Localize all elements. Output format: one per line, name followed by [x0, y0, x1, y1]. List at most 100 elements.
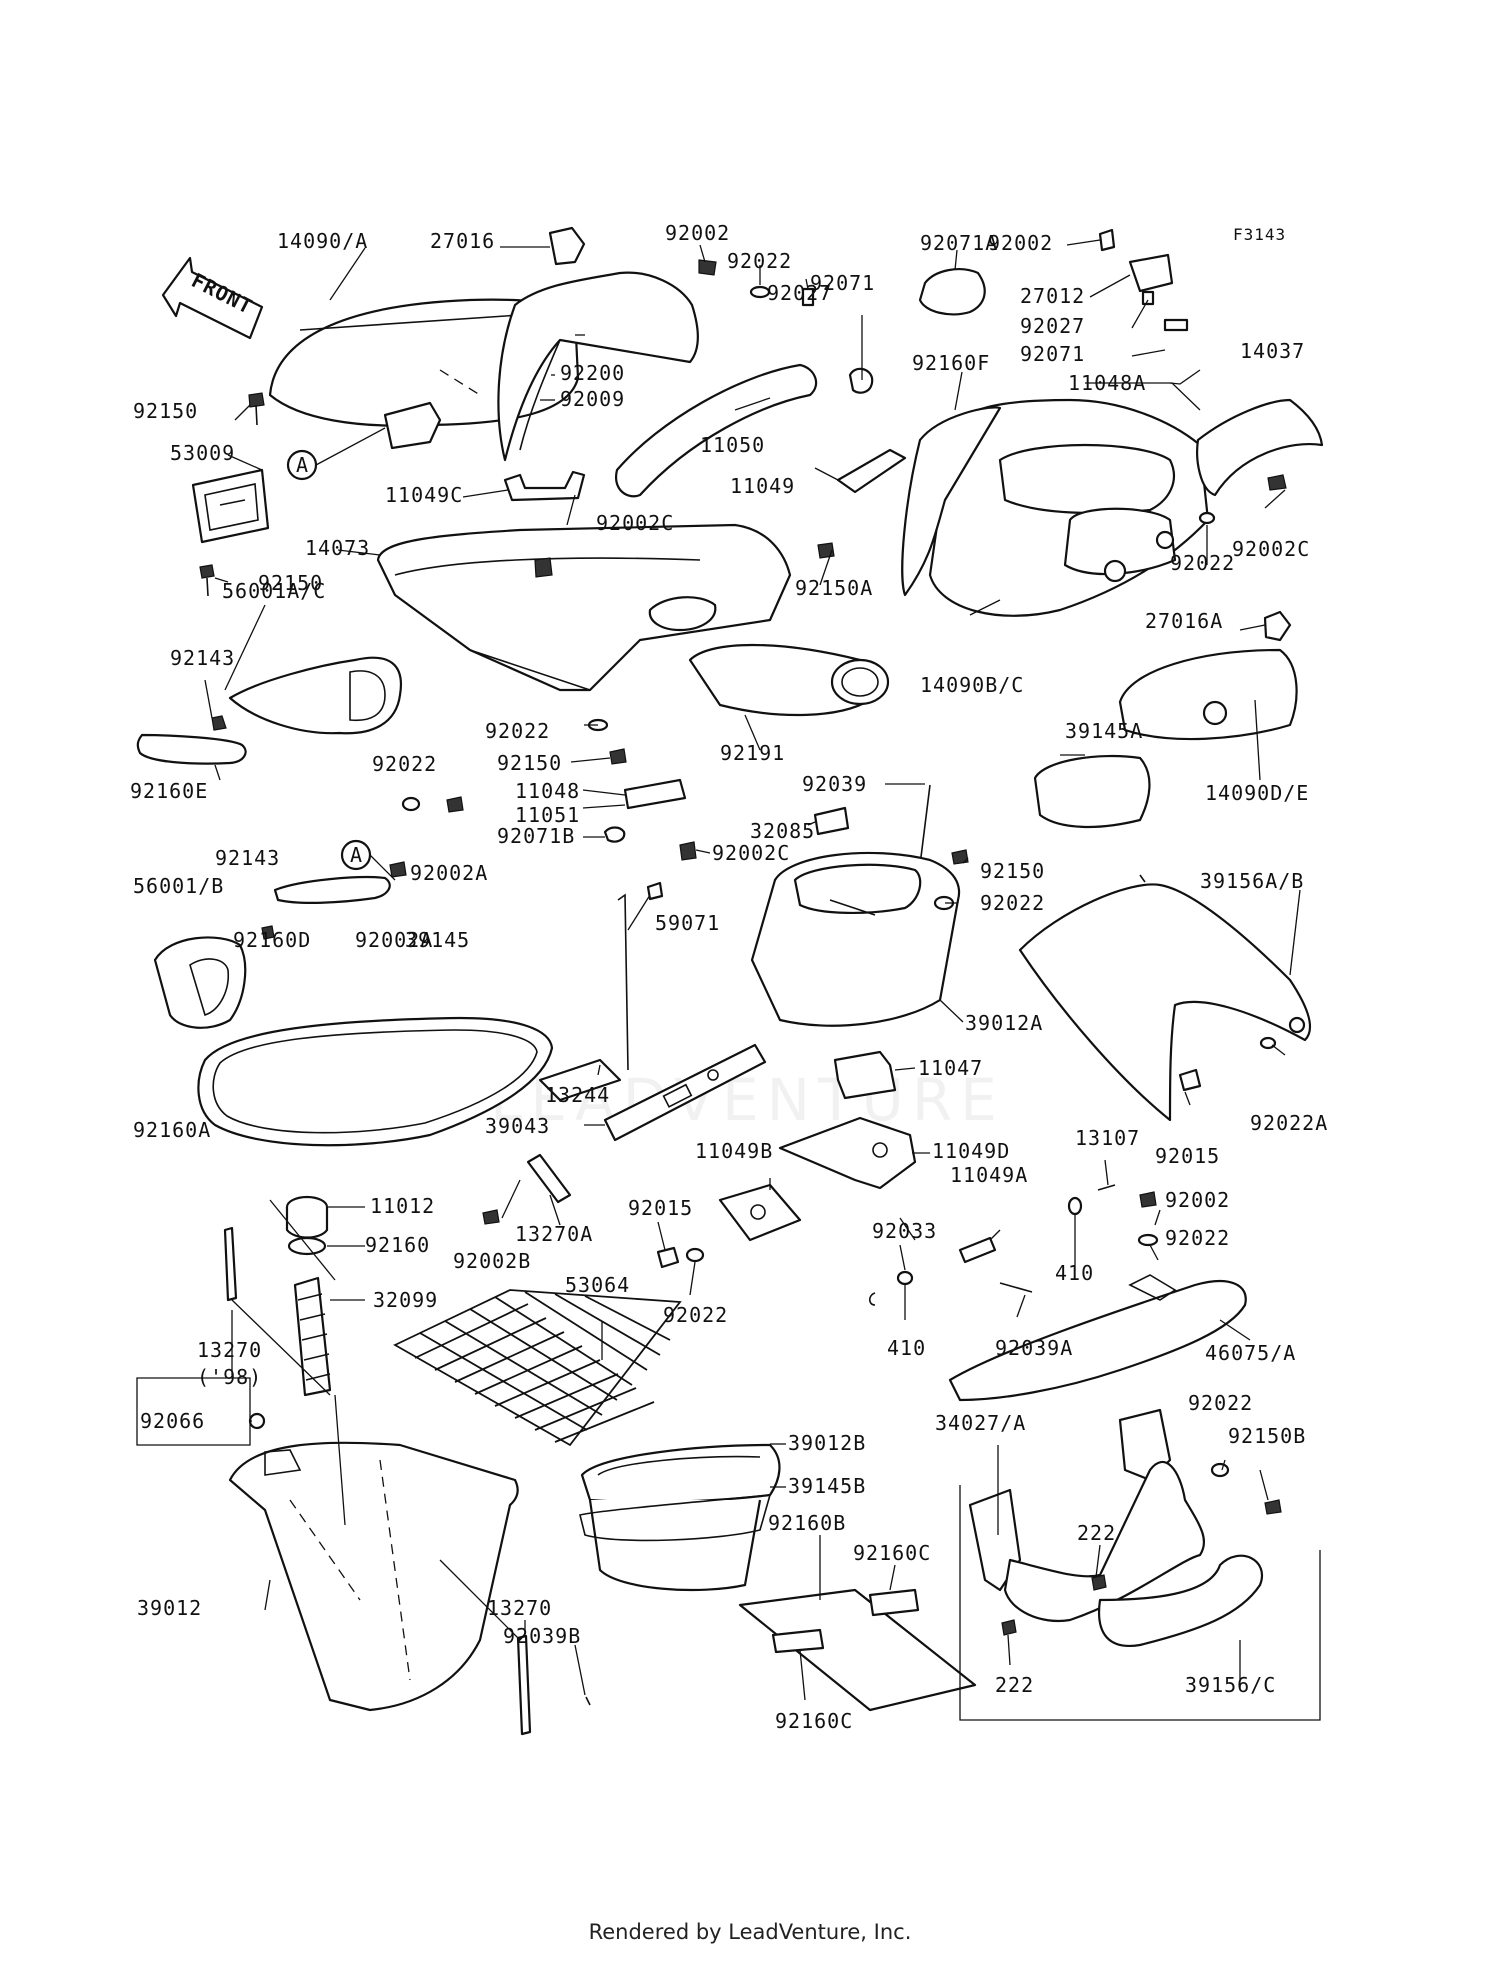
part-label: 34027/A — [935, 1411, 1026, 1435]
gasket-39145A — [1033, 754, 1151, 829]
part-label: 92022A — [1250, 1111, 1328, 1135]
part-label: 11049D — [932, 1139, 1010, 1163]
mirror-56001A — [211, 656, 402, 735]
part-label: 92039A — [995, 1336, 1073, 1360]
part-label: 11048A — [1068, 371, 1146, 395]
part-label: 39156/C — [1185, 1673, 1276, 1697]
strip-92160F — [901, 406, 1002, 597]
bolt-icon — [199, 392, 265, 597]
storage-bin-39012 — [228, 1441, 519, 1712]
part-label: F3143 — [1233, 225, 1286, 244]
bracket-11047 — [833, 1050, 897, 1100]
part-label: 92160E — [130, 779, 208, 803]
part-label: 92002C — [712, 841, 790, 865]
part-label: 14037 — [1240, 339, 1305, 363]
strap-13270 — [223, 1226, 238, 1302]
gasket-92071A — [918, 268, 986, 316]
part-label: 14090B/C — [920, 673, 1024, 697]
part-label: 92039B — [503, 1624, 581, 1648]
part-label: 92027 — [767, 281, 832, 305]
cargo-net-53064 — [393, 1289, 682, 1447]
sheet-92160B — [738, 1588, 977, 1712]
part-label: 39145A — [1065, 719, 1143, 743]
part-label: 92200 — [560, 361, 625, 385]
bracket-11048 — [587, 718, 697, 861]
part-label: 92022 — [1188, 1391, 1253, 1415]
hood-14073 — [376, 523, 792, 692]
part-label: 92150 — [133, 399, 198, 423]
handle-39156C — [1097, 1554, 1263, 1647]
part-label: 92022 — [663, 1303, 728, 1327]
part-label: 92071 — [810, 271, 875, 295]
part-label: 410 — [887, 1336, 926, 1360]
part-label: 11012 — [370, 1194, 435, 1218]
part-label: 92002A — [355, 928, 433, 952]
washer-410 — [1067, 1196, 1083, 1216]
part-number-labels: 14090/A 27016 92002 92022 92027 92071A 9… — [130, 221, 1328, 1733]
bracket-11049B — [718, 1116, 917, 1242]
part-label: 92015 — [628, 1196, 693, 1220]
part-label: 92002C — [1232, 537, 1310, 561]
part-label: 13244 — [545, 1083, 610, 1107]
part-label: 13270A — [515, 1222, 593, 1246]
panel-39156A — [1018, 874, 1312, 1122]
part-label: 92066 — [140, 1409, 205, 1433]
strap-13270-lower — [516, 1634, 532, 1736]
seat-rear-cover — [497, 271, 699, 462]
part-label: 39012 — [137, 1596, 202, 1620]
pin-92039A — [999, 1282, 1033, 1293]
part-label: 92150A — [795, 576, 873, 600]
part-label: 92022 — [372, 752, 437, 776]
rail-11050 — [614, 363, 818, 498]
part-label: 27016A — [1145, 609, 1223, 633]
panel-14090D — [1118, 610, 1298, 741]
part-label: 92002A — [410, 861, 488, 885]
seat-bracket — [383, 401, 442, 450]
filler-cap-11012 — [285, 1195, 329, 1239]
part-label: 92002 — [1165, 1188, 1230, 1212]
part-label: 92022 — [1165, 1226, 1230, 1250]
part-label: 39012A — [965, 1011, 1043, 1035]
part-label: 92002B — [453, 1249, 531, 1273]
callout-a: A — [296, 453, 309, 477]
part-label: ('98) — [197, 1365, 262, 1389]
part-label: 13107 — [1075, 1126, 1140, 1150]
part-label: 92002 — [988, 231, 1053, 255]
part-label: 92033 — [872, 1219, 937, 1243]
part-label: 32085 — [750, 819, 815, 843]
part-label: 13270 — [487, 1596, 552, 1620]
pad-92160E — [136, 733, 247, 765]
part-label: 92009 — [560, 387, 625, 411]
washer-410 — [896, 1270, 914, 1286]
part-label: 27016 — [430, 229, 495, 253]
part-label: 92191 — [720, 741, 785, 765]
year-variant-bracket — [136, 1377, 251, 1446]
pipe-32099 — [293, 1276, 332, 1397]
hardware-far-right — [1097, 1184, 1159, 1247]
part-label: 39145B — [788, 1474, 866, 1498]
part-label: 92160C — [853, 1541, 931, 1565]
clip-59071 — [646, 881, 664, 901]
part-label: 92143 — [215, 846, 280, 870]
hardware-mid-left — [389, 796, 464, 878]
part-label: 39156A/B — [1200, 869, 1304, 893]
hardware-bin — [933, 849, 969, 911]
leader-lines — [204, 239, 1301, 1701]
front-arrow-icon: FRONT — [161, 256, 264, 340]
part-label: 92160B — [768, 1511, 846, 1535]
part-label: 92160D — [233, 928, 311, 952]
part-label: 39145 — [405, 928, 470, 952]
ladder-34027 — [968, 1408, 1205, 1623]
bin-39012B — [579, 1443, 781, 1592]
bolt-92002B — [482, 1209, 500, 1225]
hardware-group — [698, 228, 1189, 394]
part-label: 410 — [1055, 1261, 1094, 1285]
part-label: 92022 — [485, 719, 550, 743]
part-label: 56001/B — [133, 874, 224, 898]
part-label: 53064 — [565, 1273, 630, 1297]
latch-53009 — [191, 468, 270, 544]
part-label: 92071 — [1020, 342, 1085, 366]
part-label: 92160 — [365, 1233, 430, 1257]
pin-92039B — [585, 1696, 591, 1706]
